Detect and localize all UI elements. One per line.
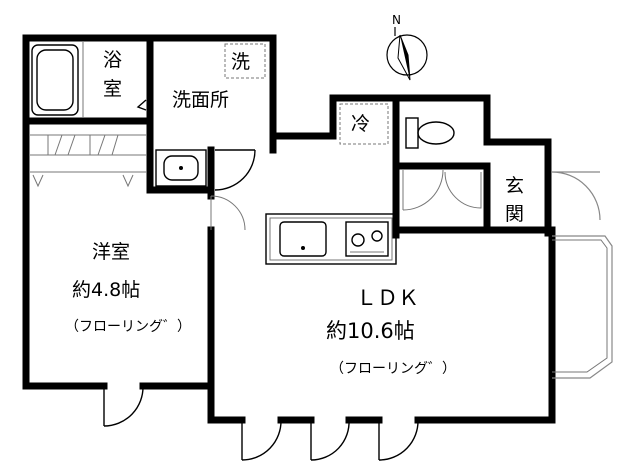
wash-basin	[155, 149, 207, 187]
wall-top	[22, 34, 552, 237]
north-arrow-icon	[400, 35, 410, 80]
entrance-label-2: 関	[505, 203, 524, 225]
counter-outer	[265, 213, 397, 265]
toilet-tank	[405, 117, 419, 149]
entrance-door	[551, 171, 601, 221]
toilet-icon	[405, 117, 455, 149]
washer-label: 洗	[231, 51, 250, 73]
bay-window-inner	[552, 239, 608, 373]
entrance-label-1: 玄	[505, 175, 524, 197]
closet-doors	[47, 134, 119, 156]
bay-window-outer	[552, 235, 613, 379]
compass-north-label: N	[392, 13, 401, 27]
stove-icon	[345, 221, 389, 257]
hall-door	[444, 171, 482, 209]
washroom-door	[214, 149, 256, 191]
closet	[30, 134, 147, 188]
compass: N	[386, 13, 428, 81]
western-room-door	[103, 385, 144, 427]
western-room-floor: （フローリング゛）	[65, 319, 191, 335]
basin-drain	[179, 166, 183, 170]
north-arrow-outline-icon	[397, 34, 411, 81]
bathtub	[31, 42, 84, 118]
sink-drain	[301, 246, 305, 250]
bath-door	[136, 99, 147, 111]
ldk-size: 約10.6帖	[326, 319, 415, 343]
fridge-box	[339, 103, 389, 145]
bath-label-1: 浴	[103, 49, 122, 71]
bathtub-outer	[31, 44, 79, 116]
basin-bowl	[163, 155, 199, 181]
ldk-window-2	[310, 419, 350, 461]
bay-window	[552, 235, 613, 379]
ldk-window-3	[378, 419, 419, 461]
wall-toilet	[392, 94, 491, 170]
western-room-size: 約4.8帖	[72, 279, 140, 301]
walls	[22, 34, 556, 424]
toilet-door	[402, 169, 444, 211]
counter-inner	[269, 217, 393, 261]
kitchen-counter	[265, 213, 397, 265]
washroom-label: 洗面所	[172, 89, 229, 111]
partition-door	[210, 195, 246, 231]
bathtub-inner	[36, 49, 74, 111]
basin-counter	[155, 149, 207, 187]
ldk-window-1	[241, 419, 282, 461]
closet-hinges	[32, 174, 134, 188]
fridge-label: 冷	[351, 113, 370, 135]
ldk-floor: （フローリング゛）	[330, 361, 456, 377]
bath-label-2: 室	[103, 78, 122, 100]
burner-1-icon	[351, 233, 365, 247]
ldk-name: ＬＤＫ	[356, 286, 419, 310]
washer-box	[224, 43, 266, 79]
toilet-bowl	[417, 121, 455, 145]
western-room-name: 洋室	[92, 241, 130, 263]
sink-icon	[279, 221, 327, 257]
burner-2-icon	[371, 230, 383, 242]
